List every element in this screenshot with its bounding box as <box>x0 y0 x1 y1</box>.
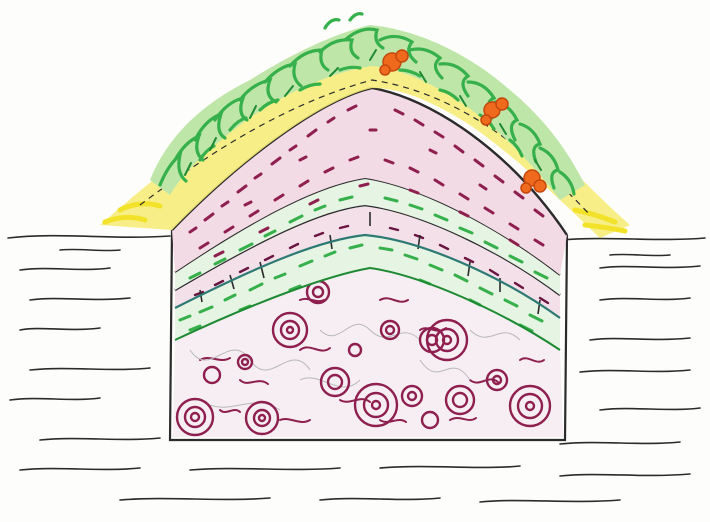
mound-cross-section-illustration <box>0 0 710 522</box>
hugelkultur-sketch <box>0 0 710 522</box>
